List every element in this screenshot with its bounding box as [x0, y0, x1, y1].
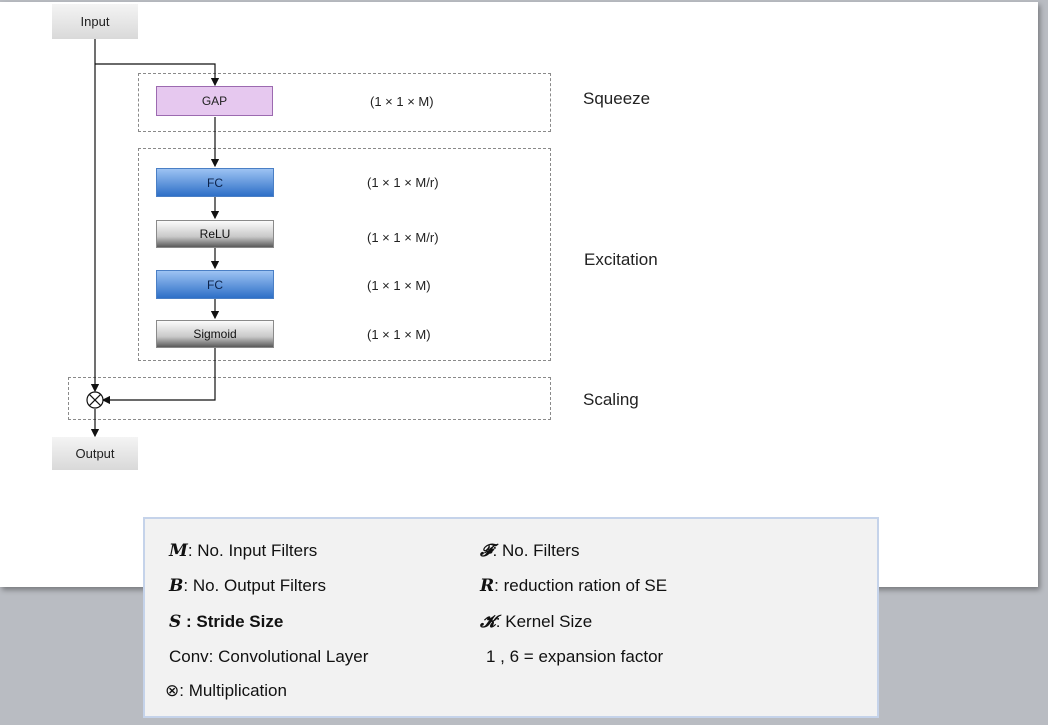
- k-symbol: 𝓚: [480, 612, 496, 632]
- multiply-icon: [86, 391, 104, 409]
- sigmoid-to-multiply-line: [101, 348, 216, 405]
- legend-item-b: 𝑩: No. Output Filters: [169, 576, 326, 596]
- legend-item-m: 𝑴: No. Input Filters: [169, 541, 317, 561]
- legend-box: 𝑴: No. Input Filters 𝓕: No. Filters 𝑩: N…: [143, 517, 879, 718]
- s-description: : Stride Size: [181, 612, 284, 631]
- legend-item-s: 𝑺 : Stride Size: [169, 612, 283, 632]
- excitation-frame: [138, 148, 551, 361]
- legend-item-k: 𝓚: Kernel Size: [480, 612, 592, 632]
- scaling-label: Scaling: [583, 390, 639, 409]
- s-symbol: 𝑺: [169, 612, 182, 632]
- k-description: : Kernel Size: [495, 612, 593, 631]
- fc-node-1: FC: [156, 168, 274, 197]
- legend-item-expansion: 1 , 6 = expansion factor: [486, 647, 664, 666]
- output-node: Output: [52, 437, 138, 470]
- r-description: : reduction ration of SE: [494, 576, 668, 595]
- connector-lines: [86, 37, 220, 438]
- multiply-description: : Multiplication: [179, 681, 287, 700]
- multiply-legend-icon: ⊗: [165, 681, 180, 701]
- r-symbol: 𝑹: [480, 576, 495, 596]
- b-description: : No. Output Filters: [183, 576, 327, 595]
- relu-dimension: (1 × 1 × M/r): [367, 230, 439, 245]
- squeeze-label: Squeeze: [583, 89, 651, 108]
- legend-item-multiplication: ⊗: Multiplication: [165, 681, 287, 701]
- fc-node-2: FC: [156, 270, 274, 299]
- m-symbol: 𝑴: [169, 541, 188, 561]
- gap-node: GAP: [156, 86, 273, 116]
- m-description: : No. Input Filters: [187, 541, 318, 560]
- diagram-canvas: Input Output GAP FC ReLU FC Sigmoid (1 ×…: [0, 2, 1038, 587]
- legend-item-f: 𝓕: No. Filters: [480, 541, 579, 561]
- scaling-frame: [68, 377, 551, 420]
- input-to-gap-line: [95, 63, 220, 87]
- sigmoid-dimension: (1 × 1 × M): [367, 327, 431, 342]
- f-symbol: 𝓕: [480, 541, 493, 561]
- fc1-dimension: (1 × 1 × M/r): [367, 175, 439, 190]
- b-symbol: 𝑩: [169, 576, 184, 596]
- fc2-dimension: (1 × 1 × M): [367, 278, 431, 293]
- input-node: Input: [52, 4, 138, 39]
- excitation-label: Excitation: [584, 250, 658, 269]
- squeeze-frame: [138, 73, 551, 132]
- gap-dimension: (1 × 1 × M): [370, 94, 434, 109]
- f-description: : No. Filters: [492, 541, 580, 560]
- legend-item-conv: Conv: Convolutional Layer: [169, 647, 369, 666]
- relu-node: ReLU: [156, 220, 274, 248]
- sigmoid-node: Sigmoid: [156, 320, 274, 348]
- legend-item-r: 𝑹: reduction ration of SE: [480, 576, 667, 596]
